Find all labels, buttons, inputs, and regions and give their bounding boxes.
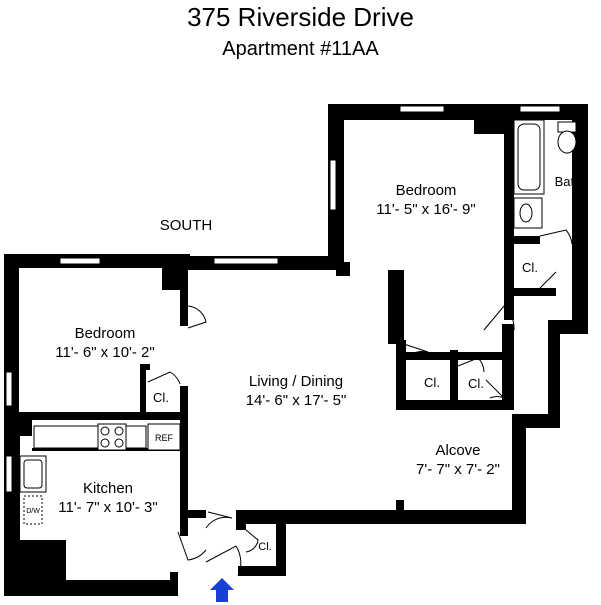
alcove-name: Alcove	[435, 442, 480, 459]
alcove-dims: 7'- 7" x 7'- 2"	[416, 461, 500, 478]
bedroom-right-name: Bedroom	[396, 182, 457, 199]
closet-label: Cl.	[258, 541, 271, 553]
plan-subtitle: Apartment #11AA	[222, 38, 379, 60]
kitchen-dims: 11'- 7" x 10'- 3"	[58, 499, 157, 516]
interior-walls	[4, 116, 556, 596]
closet-label: Cl.	[522, 260, 538, 275]
closet-label: Cl.	[468, 376, 484, 391]
dw-label: D/W	[26, 508, 40, 515]
toilet-icon	[557, 121, 577, 154]
doors	[147, 229, 573, 577]
bedroom-left-name: Bedroom	[75, 325, 136, 342]
living-dims: 14'- 6" x 17'- 5"	[246, 392, 347, 409]
south-label: SOUTH	[160, 217, 213, 234]
plan-title: 375 Riverside Drive	[187, 2, 414, 32]
bath-name: Bath	[555, 174, 582, 189]
living-name: Living / Dining	[249, 373, 343, 390]
bedroom-left-dims: 11'- 6" x 10'- 2"	[55, 344, 154, 361]
dishwasher-icon	[23, 495, 43, 525]
closet-label: Cl.	[424, 375, 440, 390]
bedroom-right-dims: 11'- 5" x 16'- 9"	[376, 201, 475, 218]
labels: SOUTH Bedroom 11'- 6" x 10'- 2" Bedroom …	[26, 174, 581, 553]
windows	[5, 105, 561, 493]
fixtures	[19, 119, 577, 602]
entry-arrow-icon	[210, 578, 234, 602]
ref-label: REF	[155, 433, 174, 443]
refrigerator-icon	[147, 423, 181, 451]
sink-icon	[19, 455, 47, 493]
exterior-walls	[4, 104, 588, 596]
closet-label: Cl.	[153, 390, 169, 405]
bathtub-icon	[513, 119, 545, 195]
bath-sink-icon	[513, 197, 543, 229]
stove-icon	[97, 423, 127, 451]
kitchen-name: Kitchen	[83, 480, 133, 497]
